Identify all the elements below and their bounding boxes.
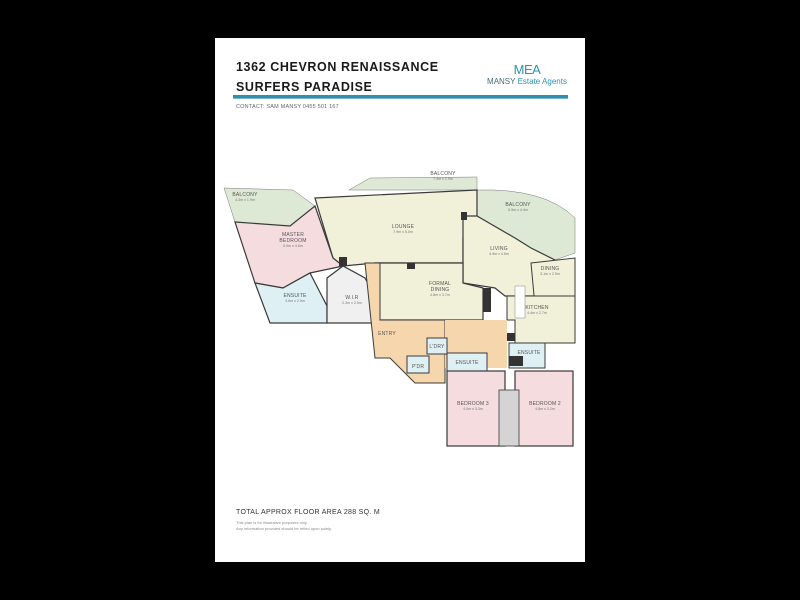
header-divider-thin: [233, 98, 568, 99]
ensuite-right-label: ENSUITE: [517, 350, 541, 356]
kitchen-island: [514, 285, 526, 319]
logo-name: MANSY: [487, 77, 516, 86]
disclaimer-line-1: This plan is for illustrative purposes o…: [236, 520, 308, 525]
entry-label: ENTRY: [378, 331, 396, 337]
column: [509, 356, 523, 366]
wir-dims: 2.3m x 2.5m: [342, 301, 362, 305]
formal-dining-dims: 4.8m x 3.7m: [430, 293, 450, 297]
dining-label: DINING: [541, 266, 560, 272]
pdr-label: P'DR: [412, 364, 425, 370]
formal-dining-label-1: FORMAL: [429, 281, 451, 287]
kitchen-label: KITCHEN: [525, 305, 549, 311]
dining-dims: 3.1m x 2.5m: [540, 272, 560, 276]
column: [507, 333, 515, 341]
wir-label: W.I.R: [345, 295, 358, 301]
pdr-area: [406, 355, 430, 374]
contact-line: CONTACT: SAM MANSY 0455 501 167: [236, 104, 339, 110]
column: [339, 257, 347, 266]
column: [407, 263, 415, 269]
balcony-master-label: BALCONY: [232, 192, 258, 198]
logo-mark-icon: MEA: [513, 62, 541, 77]
kitchen-dims: 4.4m x 2.7m: [527, 311, 547, 315]
balcony-top-area: [348, 176, 478, 191]
bedroom-closets: [498, 389, 520, 447]
column: [461, 212, 467, 220]
lounge-label: LOUNGE: [392, 224, 415, 230]
bedroom2-dims: 4.8m x 3.2m: [535, 407, 555, 411]
bedroom2-label: BEDROOM 2: [529, 401, 561, 407]
balcony-top-label: BALCONY: [430, 171, 456, 177]
living-dims: 4.9m x 4.5m: [489, 252, 509, 256]
entry-area: [364, 262, 446, 384]
formal-dining-label-2: DINING: [431, 287, 450, 293]
master-ensuite-label: ENSUITE: [283, 293, 307, 299]
floor-plan: BALCONY 4.3m x 1.9m BALCONY 7.4m x 1.9m …: [223, 171, 576, 447]
balcony-right-dims: 5.5m x 4.4m: [508, 208, 528, 212]
property-suburb: SURFERS PARADISE: [236, 80, 373, 94]
master-bedroom-label-2: BEDROOM: [279, 238, 306, 244]
lounge-dims: 7.9m x 5.0m: [393, 230, 413, 234]
disclaimer-line-2: Any information provided should be relie…: [236, 526, 332, 531]
master-ensuite-dims: 3.6m x 2.9m: [285, 299, 305, 303]
master-bedroom-dims: 5.0m x 4.6m: [283, 244, 303, 248]
header-divider: [233, 95, 568, 98]
master-bedroom-label-1: MASTER: [282, 232, 304, 238]
living-label: LIVING: [490, 246, 508, 252]
ensuite-mid-label: ENSUITE: [455, 360, 479, 366]
logo-subtitle: Estate Agents: [517, 77, 567, 86]
property-title: 1362 CHEVRON RENAISSANCE: [236, 60, 439, 74]
ldry-label: L'DRY: [429, 344, 445, 350]
agency-logo: MEA MANSY Estate Agents: [477, 63, 577, 97]
bedroom2-area: [514, 370, 574, 447]
bedroom3-label: BEDROOM 3: [457, 401, 489, 407]
ldry-area: [426, 337, 448, 355]
bedroom3-dims: 4.0m x 3.3m: [463, 407, 483, 411]
balcony-right-label: BALCONY: [505, 202, 531, 208]
floorplan-page: 1362 CHEVRON RENAISSANCE SURFERS PARADIS…: [215, 38, 585, 562]
bedroom3-area: [446, 370, 506, 447]
balcony-master-dims: 4.3m x 1.9m: [235, 198, 255, 202]
balcony-top-dims: 7.4m x 1.9m: [433, 177, 453, 181]
column: [483, 288, 491, 312]
total-floor-area: TOTAL APPROX FLOOR AREA 288 SQ. M: [236, 509, 380, 516]
